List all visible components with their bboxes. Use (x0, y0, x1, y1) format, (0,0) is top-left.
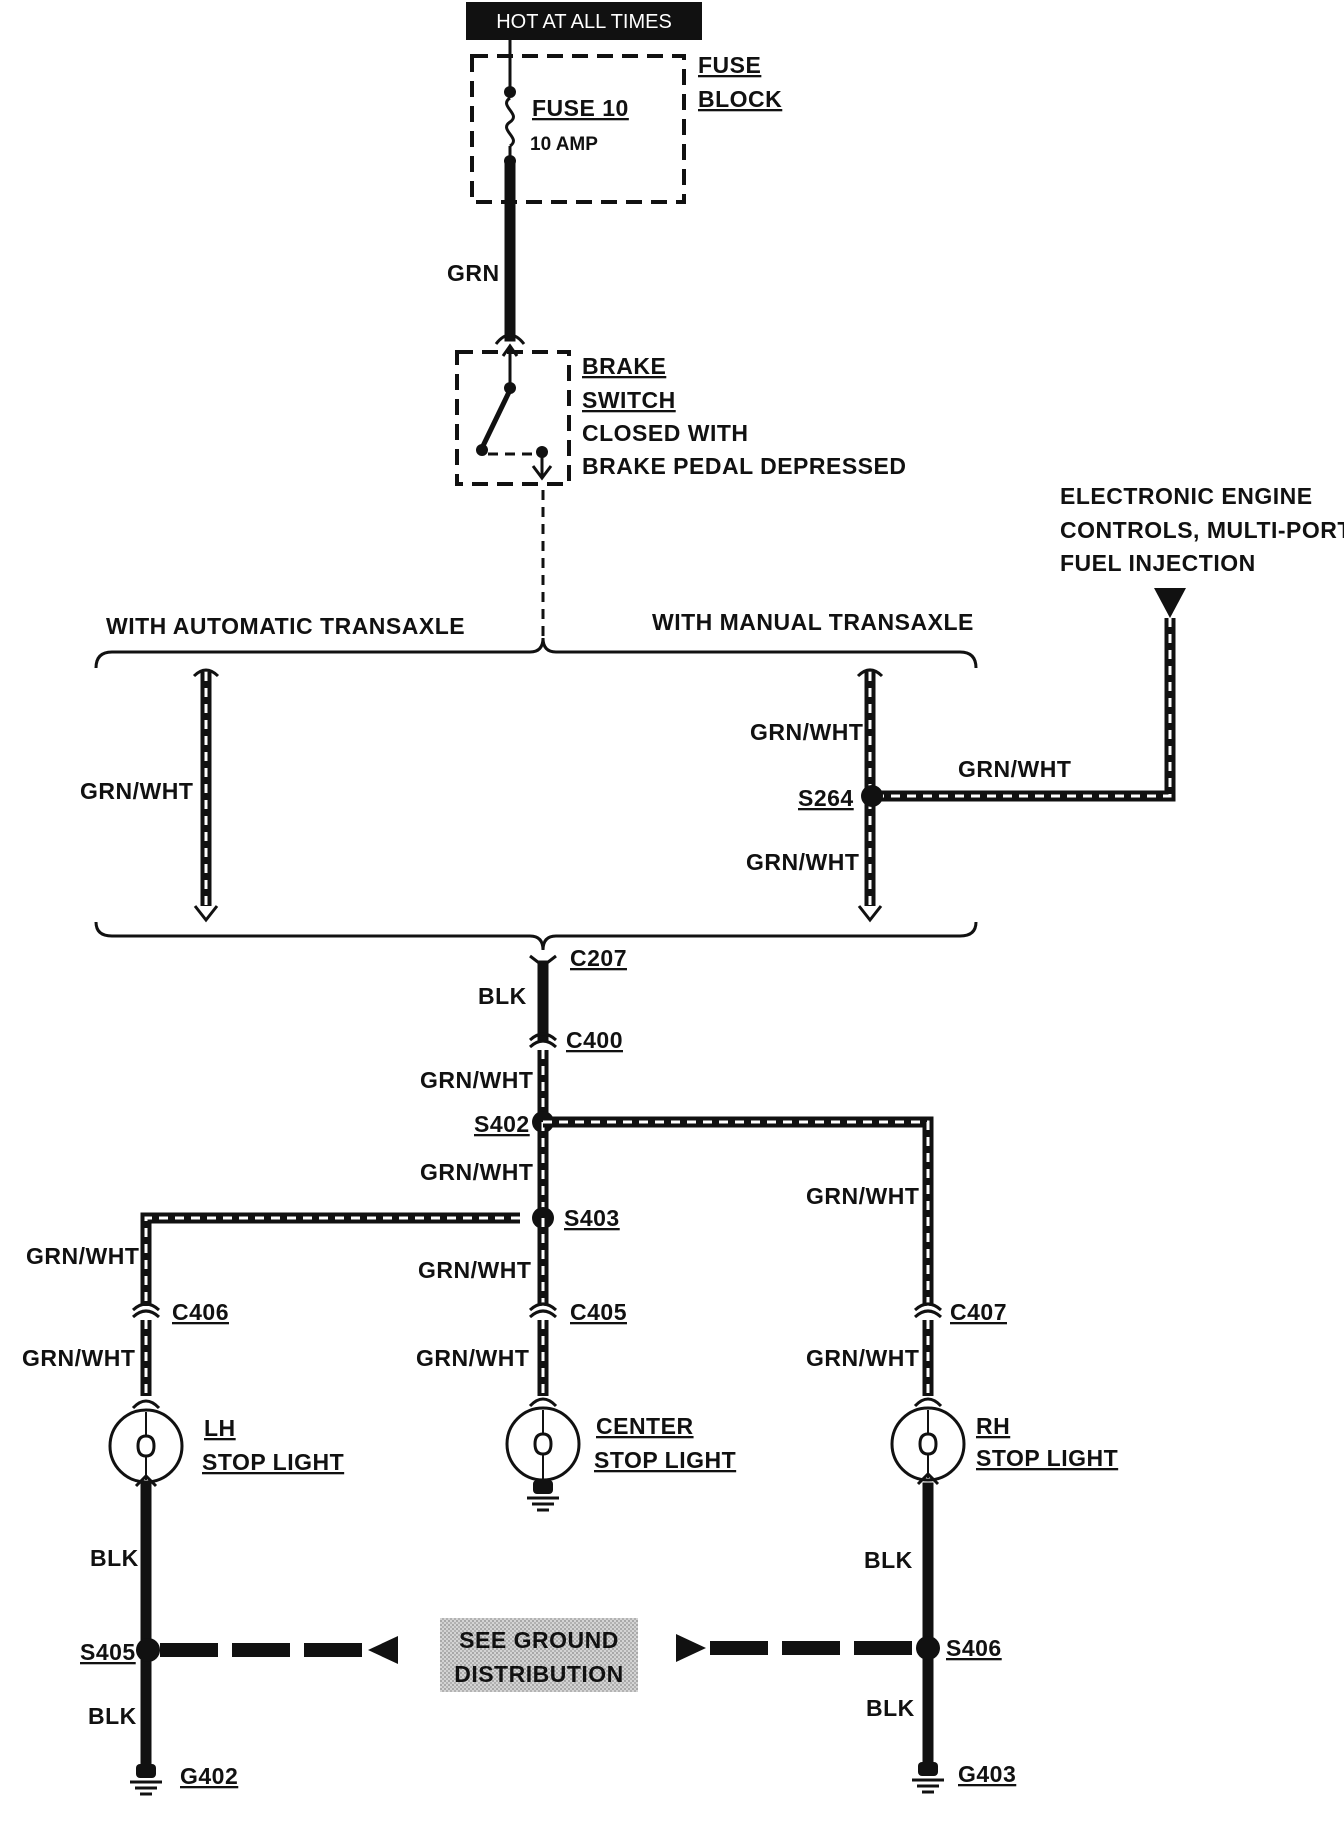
rh-stop-light: RH STOP LIGHT (890, 1397, 1118, 1486)
lh-wire-label-2: GRN/WHT (22, 1345, 135, 1371)
connector-c207-label: C207 (570, 945, 627, 971)
manual-wire-label-upper: GRN/WHT (750, 719, 863, 745)
brake-switch-label-1: BRAKE (582, 353, 666, 379)
center-branch: GRN/WHT C405 GRN/WHT (416, 1218, 627, 1396)
splice-s264-label: S264 (798, 785, 854, 811)
eec-label-3: FUEL INJECTION (1060, 550, 1256, 576)
upper-brace: WITH AUTOMATIC TRANSAXLE WITH MANUAL TRA… (94, 609, 978, 669)
center-light-label-1: CENTER (596, 1413, 694, 1439)
center-bulb-icon (533, 1432, 553, 1456)
fuse-rating: 10 AMP (530, 134, 598, 155)
eec-branch: ELECTRONIC ENGINE CONTROLS, MULTI-PORT F… (880, 483, 1344, 802)
automatic-branch-label: WITH AUTOMATIC TRANSAXLE (106, 613, 465, 639)
grn-wire-label: GRN (447, 260, 500, 286)
automatic-wire: GRN/WHT (80, 668, 220, 923)
manual-branch-label: WITH MANUAL TRANSAXLE (652, 609, 974, 635)
center-light-label-2: STOP LIGHT (594, 1447, 736, 1473)
lh-ground-path: BLK S405 BLK G402 (80, 1482, 398, 1796)
lower-brace (94, 921, 978, 951)
rh-light-label-2: STOP LIGHT (976, 1445, 1118, 1471)
splice-s405-label: S405 (80, 1639, 136, 1665)
brake-switch-label-2: SWITCH (582, 387, 676, 413)
brake-switch: BRAKE SWITCH CLOSED WITH BRAKE PEDAL DEP… (455, 333, 906, 486)
rh-ground-path: BLK S406 BLK G403 (676, 1482, 1016, 1794)
brake-switch-label-3: CLOSED WITH (582, 420, 749, 446)
rh-ground-arrow-icon (676, 1634, 706, 1662)
splice-s402-label: S402 (474, 1111, 530, 1137)
connector-c405-label: C405 (570, 1299, 627, 1325)
rh-light-label-1: RH (976, 1413, 1010, 1439)
lh-stop-light: LH STOP LIGHT (108, 1399, 344, 1488)
connector-c406-label: C406 (172, 1299, 229, 1325)
manual-wire: GRN/WHT S264 GRN/WHT (746, 668, 884, 923)
fuse-name: FUSE 10 (532, 95, 629, 121)
automatic-wire-label: GRN/WHT (80, 778, 193, 804)
splice-s403-label: S403 (564, 1205, 620, 1231)
connector-c407-label: C407 (950, 1299, 1007, 1325)
splice-s264-dot (861, 785, 883, 807)
eec-label-1: ELECTRONIC ENGINE (1060, 483, 1313, 509)
lh-light-label-1: LH (204, 1415, 236, 1441)
lh-blk-label-2: BLK (88, 1703, 137, 1729)
trunk-wire: C207 BLK C400 GRN/WHT S402 GRN/WHT S403 (420, 945, 627, 1231)
ground-box-label-1: SEE GROUND (459, 1627, 619, 1653)
lh-branch: GRN/WHT C406 GRN/WHT (22, 1212, 520, 1396)
splice-s406-dot (916, 1636, 940, 1660)
lh-wire-label-1: GRN/WHT (26, 1243, 139, 1269)
ground-g403-label: G403 (958, 1761, 1016, 1787)
see-ground-distribution-box[interactable]: SEE GROUND DISTRIBUTION (440, 1618, 638, 1692)
center-wire-label-2: GRN/WHT (416, 1345, 529, 1371)
manual-wire-label-lower: GRN/WHT (746, 849, 859, 875)
rh-wire-label-2: GRN/WHT (806, 1345, 919, 1371)
fuse-symbol-icon (505, 96, 515, 148)
splice-s406-label: S406 (946, 1635, 1002, 1661)
trunk-blk-label: BLK (478, 983, 527, 1009)
eec-wire-label: GRN/WHT (958, 756, 1071, 782)
rh-branch: GRN/WHT C407 GRN/WHT (543, 1116, 1007, 1396)
lh-blk-label-1: BLK (90, 1545, 139, 1571)
eec-label-2: CONTROLS, MULTI-PORT (1060, 517, 1344, 543)
brake-switch-label-4: BRAKE PEDAL DEPRESSED (582, 453, 906, 479)
lh-bulb-icon (136, 1434, 156, 1458)
ground-g402-label: G402 (180, 1763, 238, 1789)
grn-wire: GRN (447, 161, 516, 342)
fuse-block-label-2: BLOCK (698, 86, 782, 112)
trunk-grnwht-label-1: GRN/WHT (420, 1067, 533, 1093)
fuse-block-label-1: FUSE (698, 52, 761, 78)
center-wire-label-1: GRN/WHT (418, 1257, 531, 1283)
rh-wire-label-1: GRN/WHT (806, 1183, 919, 1209)
hot-at-all-times-header: HOT AT ALL TIMES (466, 2, 702, 40)
rh-bulb-icon (918, 1432, 938, 1456)
connector-c400-label: C400 (566, 1027, 623, 1053)
splice-s405-dot (136, 1638, 160, 1662)
lh-light-label-2: STOP LIGHT (202, 1449, 344, 1475)
rh-blk-label-1: BLK (864, 1547, 913, 1573)
rh-blk-label-2: BLK (866, 1695, 915, 1721)
ground-box-label-2: DISTRIBUTION (454, 1661, 624, 1687)
center-stop-light: CENTER STOP LIGHT (505, 1397, 736, 1512)
eec-connector-icon (1154, 588, 1186, 618)
hot-label: HOT AT ALL TIMES (496, 11, 672, 33)
trunk-grnwht-label-2: GRN/WHT (420, 1159, 533, 1185)
fuse-block: FUSE 10 10 AMP FUSE BLOCK (470, 40, 782, 204)
lh-ground-arrow-icon (368, 1636, 398, 1664)
